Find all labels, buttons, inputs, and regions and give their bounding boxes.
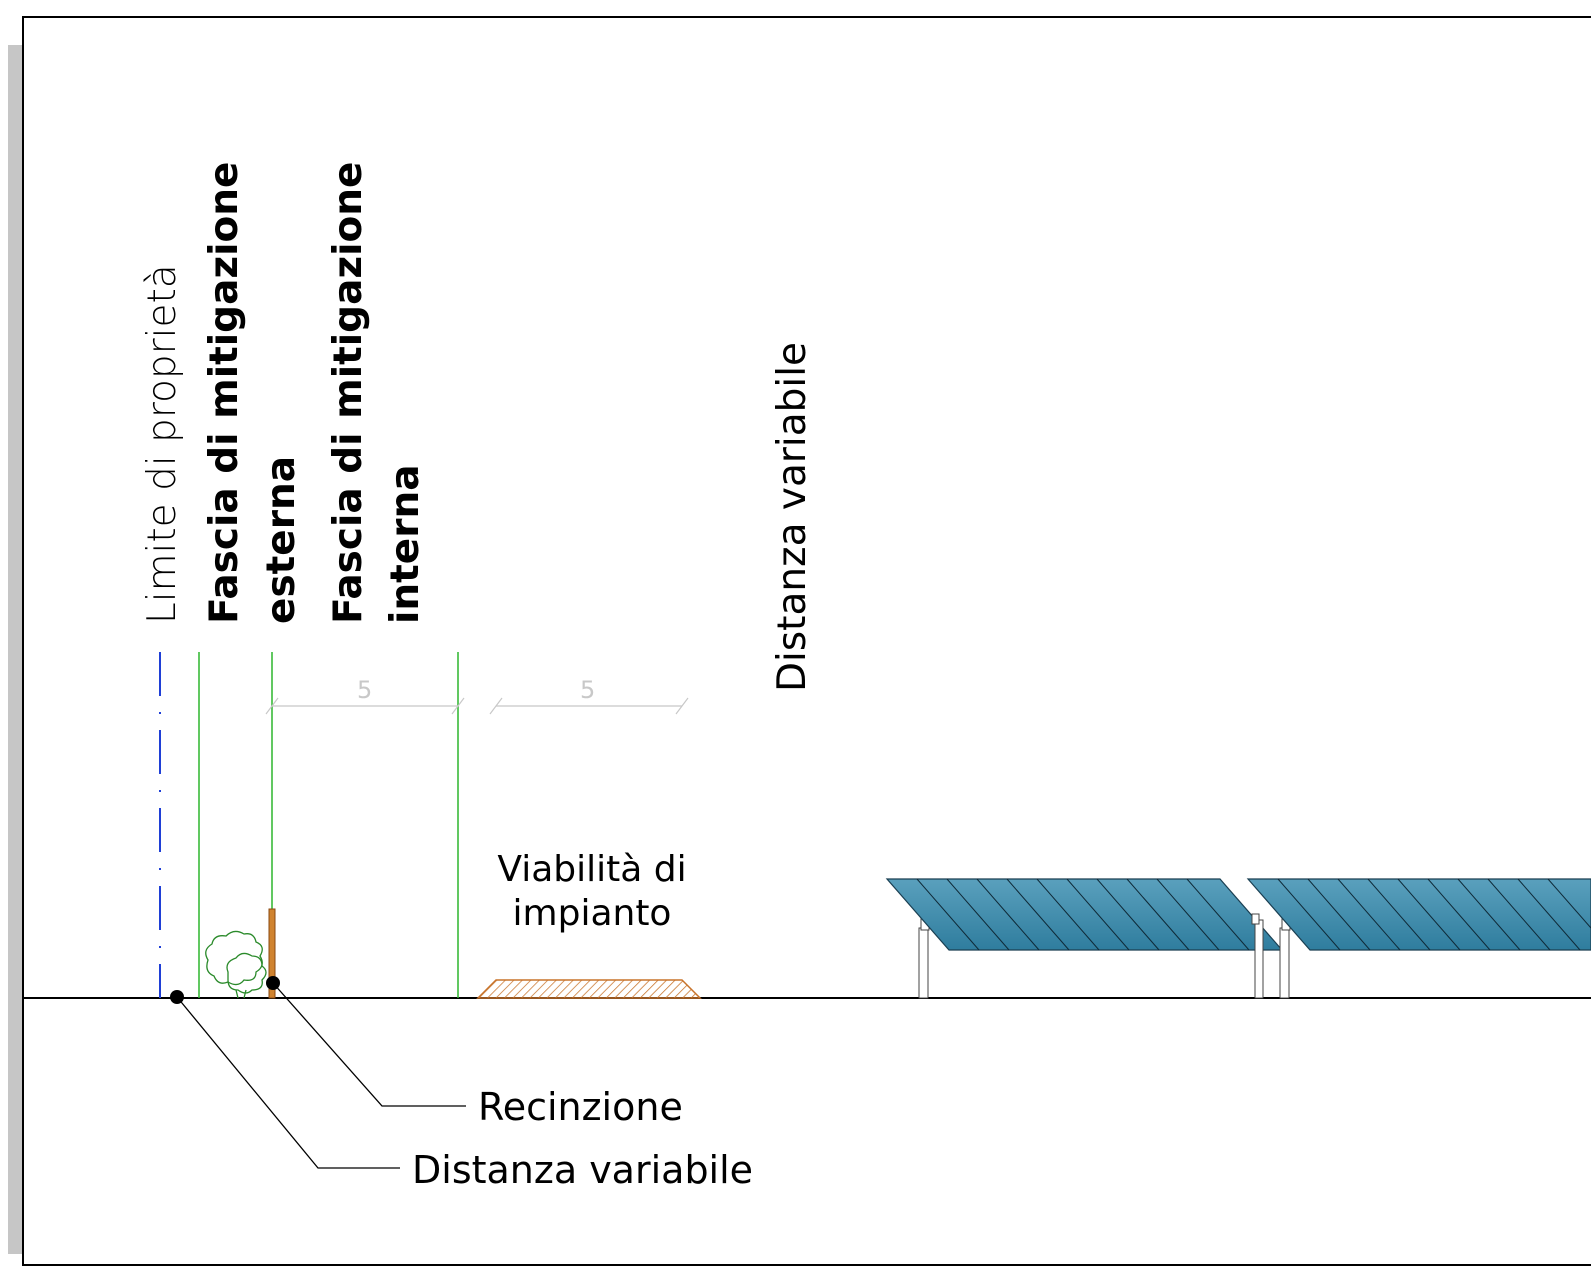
dimension-2-text: 5 xyxy=(580,676,596,704)
label-fascia-esterna-line2: esterna xyxy=(259,455,304,624)
label-viabilita-line1: Viabilità di xyxy=(497,849,687,890)
label-viabilita-line2: impianto xyxy=(512,893,672,934)
solar-panel-1 xyxy=(885,878,1284,999)
property-leader-line xyxy=(176,996,400,1169)
fence-post xyxy=(268,908,276,999)
label-recinzione: Recinzione xyxy=(478,1085,683,1129)
label-fascia-interna-line2: interna xyxy=(383,464,428,624)
label-distanza-variabile: Distanza variabile xyxy=(412,1148,754,1192)
fence-leader-line xyxy=(272,982,466,1107)
sheet-shadow xyxy=(8,45,22,1254)
dimension-1 xyxy=(265,697,465,715)
solar-panel-2 xyxy=(1246,878,1591,999)
label-fascia-interna: Fascia di mitigazione interna xyxy=(320,162,434,624)
label-distanza-verticale: Distanza variabile xyxy=(770,341,815,692)
label-viabilita: Viabilità di impianto xyxy=(478,848,706,936)
road-section xyxy=(476,979,702,999)
label-fascia-esterna-line1: Fascia di mitigazione xyxy=(202,161,247,624)
shrub-icon xyxy=(205,930,267,999)
label-fascia-interna-line1: Fascia di mitigazione xyxy=(326,161,371,624)
dimension-1-text: 5 xyxy=(357,676,373,704)
label-fascia-esterna: Fascia di mitigazione esterna xyxy=(196,162,310,624)
label-limite-proprieta: Limite di proprietà xyxy=(140,264,185,624)
dimension-2 xyxy=(489,697,689,715)
